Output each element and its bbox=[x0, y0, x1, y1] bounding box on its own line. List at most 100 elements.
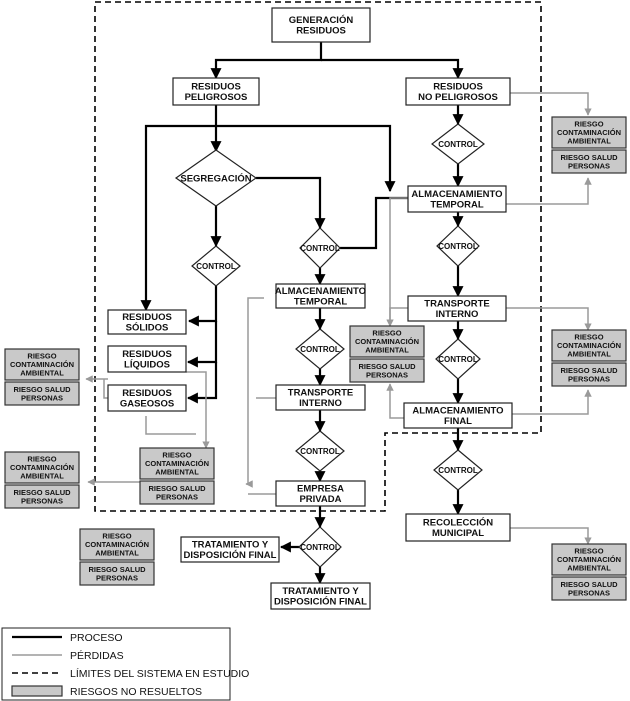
node-label-line: GENERACIÓN bbox=[289, 14, 354, 26]
node-label-line: RIESGO bbox=[574, 120, 603, 129]
node-label-line: RIESGO bbox=[27, 455, 56, 464]
legend-swatch-risk bbox=[11, 685, 63, 697]
risk-salud-box bbox=[4, 381, 80, 406]
node-label-line: DISPOSICIÓN FINAL bbox=[184, 549, 277, 561]
legend-label: RIESGOS NO RESUELTOS bbox=[70, 686, 202, 698]
node-label-line: AMBIENTAL bbox=[20, 472, 64, 481]
node-box bbox=[407, 185, 507, 213]
node-label-line: RIESGO bbox=[162, 451, 191, 460]
node-label-line: CONTROL bbox=[438, 466, 478, 475]
node-label-line: AMBIENTAL bbox=[567, 564, 611, 573]
node-label-line: TRATAMIENTO Y bbox=[192, 540, 269, 551]
node-label-line: CONTROL bbox=[300, 543, 340, 552]
decision-control-5: CONTROL bbox=[431, 123, 485, 165]
node-label-line: RESIDUOS bbox=[122, 312, 172, 323]
node-label-line: CONTAMINACIÓN bbox=[145, 459, 209, 468]
risk-contaminacion-box bbox=[4, 348, 80, 381]
node-label-line: CONTROL bbox=[438, 355, 478, 364]
node-label-line: TRANSPORTE bbox=[288, 388, 353, 399]
risk-salud-box bbox=[4, 484, 80, 509]
risk-salud-box bbox=[551, 149, 627, 174]
node-label-line: CONTAMINACIÓN bbox=[557, 555, 621, 564]
node-box bbox=[275, 384, 366, 411]
node-label-line: NO PELIGROSOS bbox=[418, 92, 498, 103]
decision-diamond bbox=[191, 245, 241, 287]
node-label-line: RESIDUOS bbox=[122, 388, 172, 399]
node-label-line: CONTAMINACIÓN bbox=[355, 337, 419, 346]
node-label-line: CONTAMINACIÓN bbox=[10, 463, 74, 472]
risk-contaminacion-box bbox=[139, 447, 215, 480]
node-label-line: ALMACENAMIENTO bbox=[412, 406, 503, 417]
node-label-line: AMBIENTAL bbox=[95, 549, 139, 558]
node-label-line: CONTROL bbox=[438, 140, 478, 149]
node-label-line: CONTROL bbox=[300, 447, 340, 456]
node-label-line: SEGREGACIÓN bbox=[180, 172, 251, 184]
node-label-line: MUNICIPAL bbox=[432, 528, 484, 539]
node-box bbox=[275, 480, 366, 507]
node-label-line: TEMPORAL bbox=[430, 200, 484, 211]
risk-salud-box bbox=[139, 480, 215, 505]
node-box bbox=[275, 283, 366, 309]
node-box bbox=[107, 309, 187, 335]
node-label-line: DISPOSICIÓN FINAL bbox=[274, 596, 367, 608]
node-label-line: CONTROL bbox=[300, 345, 340, 354]
node-label-line: CONTROL bbox=[438, 242, 478, 251]
node-label-line: PERSONAS bbox=[21, 496, 63, 505]
system-boundary bbox=[94, 1, 542, 512]
node-label-line: RIESGO SALUD bbox=[148, 484, 206, 493]
node-label-line: RIESGO bbox=[574, 333, 603, 342]
node-label-line: AMBIENTAL bbox=[20, 369, 64, 378]
node-label-line: RESIDUOS bbox=[122, 349, 172, 360]
node-label-line: RESIDUOS bbox=[296, 26, 346, 37]
node-box bbox=[270, 582, 371, 610]
decision-diamond bbox=[174, 149, 258, 207]
node-box bbox=[107, 345, 187, 373]
legend-label: PROCESO bbox=[70, 632, 123, 644]
node-label-line: TRANSPORTE bbox=[424, 299, 489, 310]
node-label-line: RECOLECCIÓN bbox=[423, 517, 493, 529]
decision-control-2: CONTROL bbox=[295, 328, 345, 370]
decision-diamond bbox=[436, 225, 480, 267]
node-label-line: GASEOSOS bbox=[120, 399, 174, 410]
node-box bbox=[403, 402, 513, 429]
node-label-line: RIESGO bbox=[574, 547, 603, 556]
node-label-line: ALMACENAMIENTO bbox=[275, 286, 366, 297]
decision-diamond bbox=[299, 227, 341, 269]
node-label-line: PERSONAS bbox=[568, 374, 610, 383]
node-label-line: CONTROL bbox=[196, 262, 236, 271]
node-label-line: RIESGO SALUD bbox=[560, 580, 618, 589]
decision-diamond bbox=[295, 430, 345, 472]
legend-item-loss: PÉRDIDAS bbox=[12, 649, 124, 662]
node-label-line: PERSONAS bbox=[156, 492, 198, 501]
decision-segregacion: SEGREGACIÓN bbox=[174, 149, 258, 207]
decision-diamond bbox=[433, 449, 483, 491]
risk-contaminacion-box bbox=[79, 528, 155, 561]
risk-salud-box bbox=[551, 576, 627, 601]
node-label-line: INTERNO bbox=[299, 398, 342, 409]
decision-diamond bbox=[435, 338, 481, 380]
node-label-line: RIESGO SALUD bbox=[560, 153, 618, 162]
risk-contaminacion-box bbox=[4, 451, 80, 484]
node-label-line: PERSONAS bbox=[568, 588, 610, 597]
node-box bbox=[407, 295, 507, 322]
decision-control-8: CONTROL bbox=[433, 449, 483, 491]
node-box bbox=[180, 536, 280, 563]
risk-contaminacion-box bbox=[551, 329, 627, 362]
node-label-line: PERSONAS bbox=[96, 573, 138, 582]
